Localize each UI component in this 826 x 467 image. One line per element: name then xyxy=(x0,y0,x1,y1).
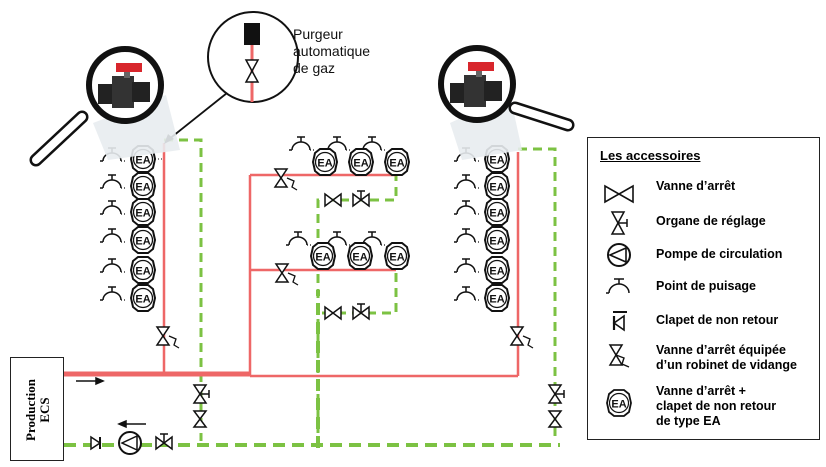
flow-arrows xyxy=(76,376,146,429)
legend-item-circulation-pump: Pompe de circulation xyxy=(656,247,821,262)
legend-item-drain-valve: Vanne d’arrêt équipée d’un robinet de vi… xyxy=(656,343,821,373)
legend-label: Vanne d’arrêt + xyxy=(656,384,746,398)
legend-item-balancing-valve: Organe de réglage xyxy=(656,214,821,229)
callout-line-2: automatique xyxy=(293,43,371,59)
balancing-valve-icon xyxy=(610,211,628,235)
ea-valve-label: EA xyxy=(489,208,504,220)
ea-valve-label: EA xyxy=(135,294,150,306)
gas-purger-callout xyxy=(164,11,299,144)
circulation-pump-icon xyxy=(118,431,142,455)
circulation-pump-icon xyxy=(607,243,631,267)
ea-valve-label: EA xyxy=(489,155,504,167)
magnifier-left xyxy=(29,46,180,167)
stop-valve-icon xyxy=(604,184,634,204)
production-ecs-box: Production ECS xyxy=(10,357,64,461)
legend-item-ea-valve: Vanne d’arrêt + clapet de non retour de … xyxy=(656,384,821,429)
legend-label: Pompe de circulation xyxy=(656,247,783,261)
legend-item-draw-off-point: Point de puisage xyxy=(656,279,821,294)
valve-photo-icon xyxy=(98,63,150,108)
gas-purger-label: Purgeur automatique de gaz xyxy=(293,26,403,77)
ea-valve-label: EA xyxy=(135,266,150,278)
check-valve-icon xyxy=(612,311,627,332)
ea-valve-label: EA xyxy=(135,208,150,220)
legend-label: Organe de réglage xyxy=(656,214,766,228)
ea-valve-label: EA xyxy=(135,155,150,167)
valve-photo-icon xyxy=(450,62,502,107)
legend-label: Point de puisage xyxy=(656,279,757,293)
legend-label: d’un robinet de vidange xyxy=(656,358,797,372)
ea-valve-label: EA xyxy=(389,252,404,264)
legend-item-stop-valve: Vanne d’arrêt xyxy=(656,179,821,194)
return-components xyxy=(90,431,173,455)
left-column-outlets xyxy=(99,145,164,312)
callout-line-1: Purgeur xyxy=(293,26,343,42)
draw-off-point-icon xyxy=(606,278,630,294)
legend-item-check-valve: Clapet de non retour xyxy=(656,313,821,328)
magnifier-right xyxy=(438,45,575,160)
legend-label: Vanne d’arrêt équipée xyxy=(656,343,786,357)
supply-pipes xyxy=(64,143,520,378)
production-label: Production ECS xyxy=(23,353,52,467)
legend-title: Les accessoires xyxy=(600,148,701,163)
legend-label: Vanne d’arrêt xyxy=(656,179,736,193)
ea-valve-label: EA xyxy=(135,182,150,194)
right-column-outlets xyxy=(453,145,510,312)
ea-valve-label: EA xyxy=(389,158,404,170)
ea-valve-label: EA xyxy=(489,266,504,278)
ea-legend-text: EA xyxy=(611,399,626,411)
ea-valve-label: EA xyxy=(135,236,150,248)
ea-valve-label: EA xyxy=(489,236,504,248)
check-valve-icon xyxy=(90,435,102,451)
legend-label: Clapet de non retour xyxy=(656,313,779,327)
ea-valve-label: EA xyxy=(352,252,367,264)
ea-labels: EA EA EA EA EA EA EA EA EA EA EA EA EA EA EA EA EA EA xyxy=(135,155,504,306)
ea-valve-label: EA xyxy=(489,294,504,306)
ea-valve-label: EA xyxy=(353,158,368,170)
ea-valve-icon: EA xyxy=(606,389,632,417)
ea-valve-label: EA xyxy=(315,252,330,264)
production-line-1: Production xyxy=(23,379,38,441)
legend: Les accessoires Vanne d’arrêt Organe de … xyxy=(587,137,820,440)
callout-line-3: de gaz xyxy=(293,60,336,76)
legend-label: clapet de non retour xyxy=(656,399,777,413)
legend-label: de type EA xyxy=(656,414,721,428)
ea-valve-label: EA xyxy=(317,158,332,170)
ea-valve-label: EA xyxy=(489,182,504,194)
production-line-2: ECS xyxy=(37,397,52,423)
drain-valve-icon xyxy=(608,344,630,368)
